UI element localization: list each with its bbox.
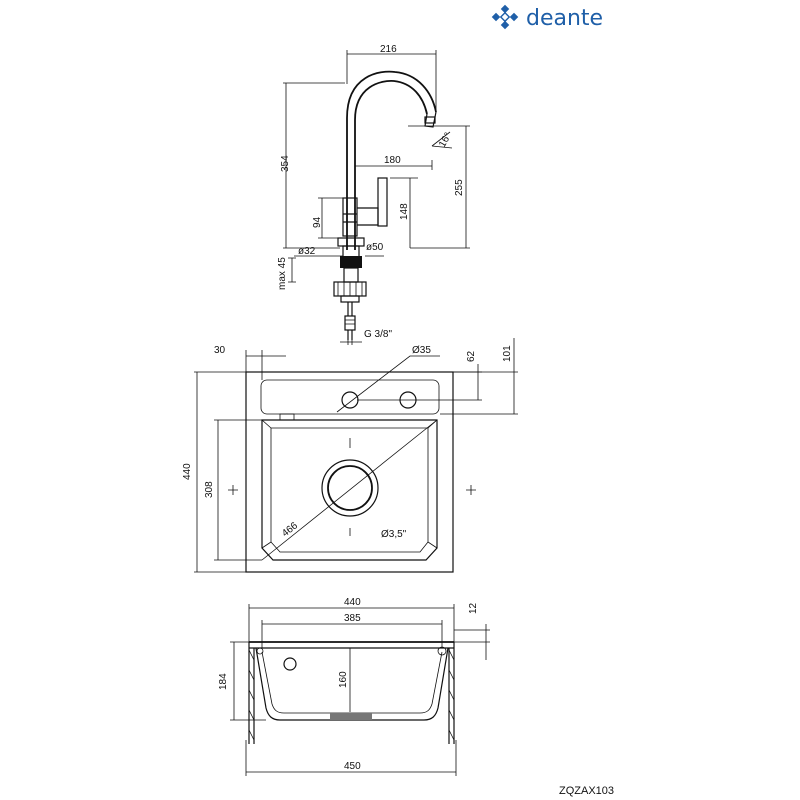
diagonal-label: 466 (280, 520, 300, 539)
body-height-label: 94 (312, 216, 323, 228)
spout-reach-label: 180 (384, 155, 401, 166)
faucet-height-label: 354 (280, 155, 291, 172)
tap-hole-label: Ø35 (412, 345, 431, 356)
overflow-hole (283, 657, 297, 671)
brand-logo: deante (491, 4, 603, 31)
hole-offset-label: 62 (466, 350, 477, 362)
spout-height-label: 255 (454, 179, 465, 196)
hole-edge-label: 101 (502, 345, 513, 362)
drain-outer (321, 459, 379, 517)
drain-inner (327, 465, 373, 511)
tap-hole (341, 391, 359, 409)
product-code: ZQZAX103 (559, 785, 614, 797)
brand-name: deante (526, 6, 603, 31)
drain-label: Ø3,5" (381, 529, 407, 540)
cabinet-width-label: 450 (344, 761, 361, 772)
sink-top-view: 30 Ø35 62 101 440 308 466 Ø3,5" (182, 338, 518, 573)
faucet-drawing: 216 354 255 180 148 94 16° ø32 ø50 max 4… (277, 44, 470, 345)
sink-section-view: 440 385 12 184 160 450 (218, 597, 490, 776)
bowl-length-label: 308 (204, 481, 215, 498)
bowl-depth-label: 160 (338, 671, 349, 688)
top-width-label: 440 (344, 597, 361, 608)
faucet-width-label: 216 (380, 44, 397, 55)
rim-label: 12 (468, 602, 479, 614)
corner-offset-label: 30 (214, 345, 226, 356)
overflow-slot (279, 413, 295, 421)
outer-width-label: 440 (182, 463, 193, 480)
deante-logo-icon (491, 4, 519, 30)
handle-height-label: 148 (399, 203, 410, 220)
body-diameter-label: ø50 (366, 242, 384, 253)
max-thickness-label: max 45 (277, 257, 288, 290)
bowl-width-label: 385 (344, 613, 361, 624)
connection-label: G 3/8" (364, 329, 392, 340)
base-diameter-label: ø32 (298, 246, 316, 257)
sink-height-label: 184 (218, 673, 229, 690)
